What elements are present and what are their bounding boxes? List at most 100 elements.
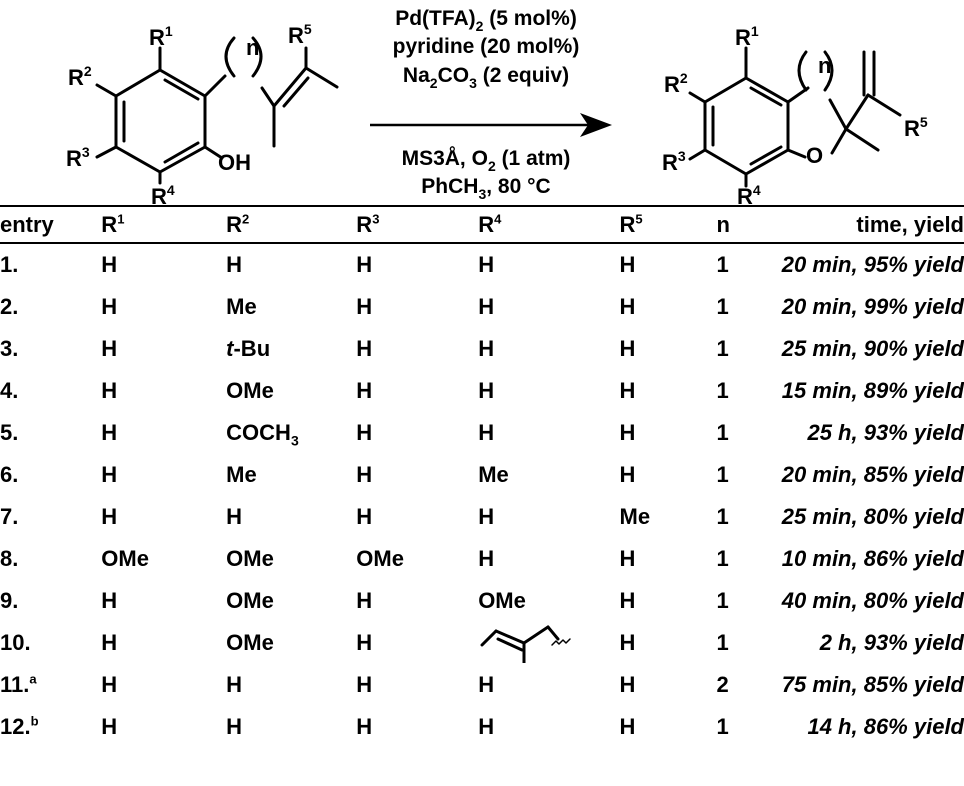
table-row: 1. H H H H H 1 20 min, 95% yield <box>0 243 964 286</box>
cell-n: 1 <box>716 714 729 739</box>
product-bond-r2 <box>688 91 707 104</box>
cell-r1: H <box>101 714 118 739</box>
cell-r1: H <box>101 420 118 445</box>
product-r2-label: R2 <box>664 70 688 97</box>
cell-r4: H <box>478 714 495 739</box>
cell-r1: H <box>101 504 118 529</box>
cell-r3: H <box>356 420 373 445</box>
cell-r3: H <box>356 294 373 319</box>
sm-oh-label: OH <box>218 150 251 175</box>
cell-n: 1 <box>716 378 729 403</box>
product-ring-inner-bond <box>749 145 783 166</box>
sm-bracket-left <box>224 36 236 78</box>
header-r1: R1 <box>101 205 227 244</box>
table-row: 2. H Me H H H 1 20 min, 99% yield <box>0 286 964 328</box>
cell-n: 1 <box>716 504 729 529</box>
cell-r3: H <box>356 504 373 529</box>
condition-line-2: pyridine (20 mol%) <box>393 35 580 58</box>
header-r2: R2 <box>226 205 357 244</box>
cell-r5: H <box>619 294 636 319</box>
cell-r5: H <box>619 630 636 655</box>
starting-material-labels: R1 R2 R3 R4 R5 n OH <box>66 21 312 205</box>
cell-r3: H <box>356 588 373 613</box>
cell-r4: H <box>478 378 495 403</box>
product-labels: R1 R2 R3 R4 R5 n O <box>662 23 928 205</box>
reaction-conditions: Pd(TFA)2 (5 mol%) pyridine (20 mol%) Na2… <box>370 7 612 202</box>
cell-r5: H <box>619 252 636 277</box>
cell-r2: t-Bu <box>226 336 271 361</box>
product-o-label: O <box>806 143 823 168</box>
sm-bond-oh <box>203 145 224 160</box>
cell-time-yield: 14 h, 86% yield <box>807 714 964 739</box>
cell-r1: H <box>101 672 118 697</box>
cell-entry: 1. <box>0 252 19 277</box>
table-row: 12.b H H H H H 1 14 h, 86% yield <box>0 706 964 748</box>
product-r3-label: R3 <box>662 148 686 175</box>
cell-r2: OMe <box>226 546 274 571</box>
cell-n: 2 <box>716 672 729 697</box>
sm-chain-bond <box>260 86 276 108</box>
cell-r4: H <box>478 420 495 445</box>
product-chain-bond <box>828 98 848 131</box>
cell-n: 1 <box>716 588 729 613</box>
table-row: 8. OMe OMe OMe H H 1 10 min, 86% yield <box>0 538 964 580</box>
cell-time-yield: 20 min, 85% yield <box>781 462 964 487</box>
cell-r5: H <box>619 462 636 487</box>
cell-r3: H <box>356 336 373 361</box>
table-row: 3. H t-Bu H H H 1 25 min, 90% yield <box>0 328 964 370</box>
cell-r5: H <box>619 420 636 445</box>
sm-ring-inner-bond <box>163 78 200 101</box>
cell-r3: OMe <box>356 546 404 571</box>
cell-entry: 3. <box>0 336 19 361</box>
starting-material-structure <box>95 36 339 185</box>
product-methyl-bond <box>844 127 880 152</box>
product-bracket-left <box>797 50 808 92</box>
cell-r4: H <box>478 336 495 361</box>
cell-entry: 9. <box>0 588 19 613</box>
cell-entry: 4. <box>0 378 19 403</box>
header-r4: R4 <box>478 205 620 244</box>
table-row: 11.a H H H H H 2 75 min, 85% yield <box>0 664 964 706</box>
cell-r5: H <box>619 336 636 361</box>
cell-r1: H <box>101 336 118 361</box>
sm-chain-bond <box>203 74 227 98</box>
cell-r1: H <box>101 462 118 487</box>
cell-time-yield: 20 min, 95% yield <box>781 252 964 277</box>
table-row: 9. H OMe H OMe H 1 40 min, 80% yield <box>0 580 964 622</box>
cell-entry: 5. <box>0 420 19 445</box>
cell-n: 1 <box>716 420 729 445</box>
table-row: 5. H COCH3 H H H 1 25 h, 93% yield <box>0 412 964 454</box>
reaction-scheme: R1 R2 R3 R4 R5 n OH Pd(TFA)2 (5 mol%) py… <box>66 7 928 205</box>
product-r1-label: R1 <box>735 23 759 50</box>
product-structure <box>688 46 902 188</box>
cell-entry: 12.b <box>0 713 39 739</box>
product-bond-ring-o <box>786 148 807 159</box>
product-vinyl-bond <box>844 93 870 131</box>
sm-bond-r3 <box>95 145 118 159</box>
cell-r4 <box>478 622 619 664</box>
results-table: entry R1 R2 R3 R4 R5 n time, yield 1. H … <box>0 205 964 748</box>
cell-entry: 2. <box>0 294 19 319</box>
cell-time-yield: 25 h, 93% yield <box>807 420 964 445</box>
condition-line-1: Pd(TFA)2 (5 mol%) <box>395 7 577 34</box>
cell-n: 1 <box>716 630 729 655</box>
cell-r5: H <box>619 672 636 697</box>
product-vinyl-bond-r5 <box>866 93 902 117</box>
cell-time-yield: 2 h, 93% yield <box>819 630 964 655</box>
tert-prefix: t <box>226 336 234 361</box>
cell-r2: H <box>226 252 243 277</box>
cell-time-yield: 25 min, 80% yield <box>781 504 964 529</box>
cell-r3: H <box>356 378 373 403</box>
condition-line-4: MS3Å, O2 (1 atm) <box>402 146 571 174</box>
table-header-row: entry R1 R2 R3 R4 R5 n time, yield <box>0 205 964 244</box>
cell-r2: H <box>226 504 243 529</box>
cell-r2: COCH3 <box>226 420 299 449</box>
cell-r4: H <box>478 504 495 529</box>
cell-r3: H <box>356 462 373 487</box>
cell-r2: H <box>226 672 243 697</box>
sm-methyl-bond <box>304 66 339 89</box>
cell-time-yield: 10 min, 86% yield <box>781 546 964 571</box>
condition-line-3: Na2CO3 (2 equiv) <box>403 64 569 91</box>
cell-r5: H <box>619 714 636 739</box>
cell-r4: H <box>478 252 495 277</box>
